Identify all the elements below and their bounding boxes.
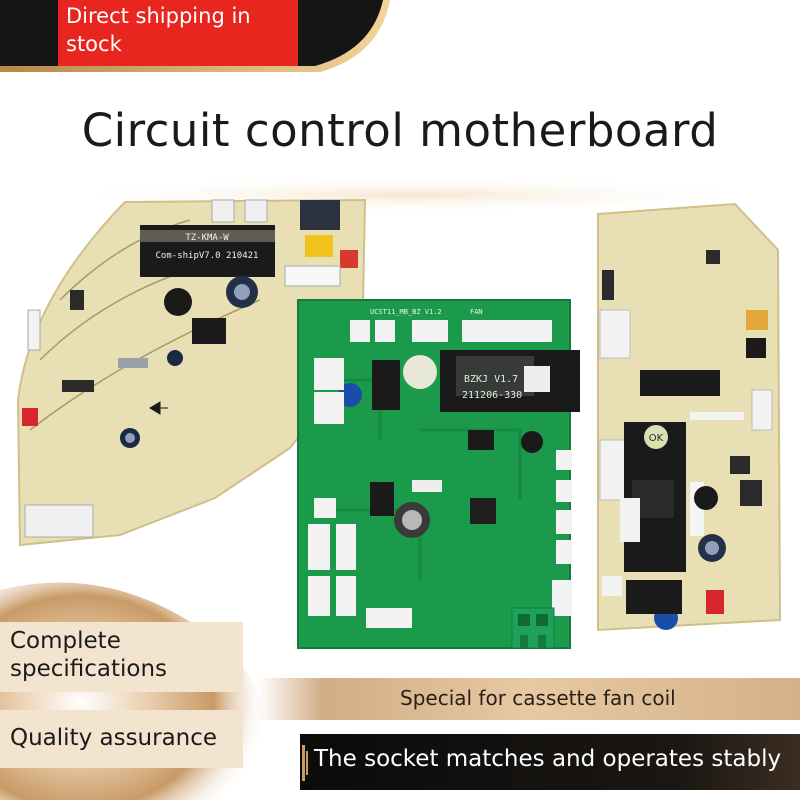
cassette-caption-band: [258, 678, 800, 720]
socket-caption: The socket matches and operates stably: [314, 746, 782, 772]
board-header-label: UCST11_MB_BZ V1.2: [370, 308, 442, 316]
caption-accent-mark: [302, 745, 308, 781]
page-title: Circuit control motherboard: [81, 104, 719, 157]
socket-caption-band: [300, 734, 800, 790]
relay-label: TZ-KMA-W: [185, 233, 229, 243]
fan-label: FAN: [470, 308, 483, 316]
circuit-boards-photo: TZ-KMA-W Com-shipV7.0 210421 UCST11_MB_B…: [16, 180, 782, 649]
board-model-label: Com-shipV7.0 210421: [156, 251, 259, 261]
left-board: TZ-KMA-W Com-shipV7.0 210421: [16, 198, 367, 547]
shipping-badge: Direct shipping in stock: [58, 0, 298, 66]
sticker-code: 211206-330: [462, 390, 522, 401]
right-board: OK: [597, 202, 782, 632]
ok-mark: OK: [649, 433, 664, 444]
feature-complete-specifications: Complete specifications: [0, 622, 243, 692]
center-board: UCST11_MB_BZ V1.2 FAN BZKJ V1.7 211206-3…: [297, 299, 580, 649]
feature-quality-assurance: Quality assurance: [0, 710, 243, 768]
sticker-label: BZKJ V1.7: [464, 374, 518, 385]
cassette-caption: Special for cassette fan coil: [400, 686, 676, 710]
